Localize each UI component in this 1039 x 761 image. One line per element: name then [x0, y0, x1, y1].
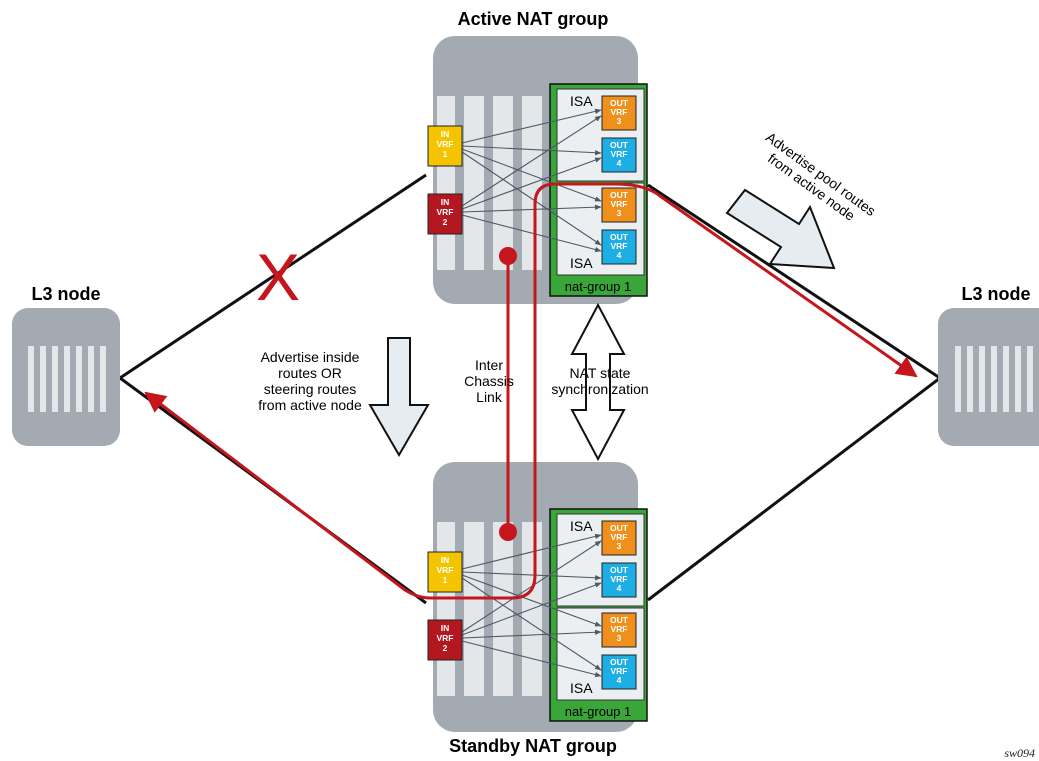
vrf-line: VRF [611, 149, 628, 159]
vrf-line: VRF [611, 624, 628, 634]
vrf-line: IN [441, 555, 450, 565]
vrf-line: VRF [437, 139, 454, 149]
vrf-line: 4 [617, 675, 622, 685]
vrf-line: OUT [610, 140, 629, 150]
standby-in-vrf-1: IN VRF 1 [427, 551, 463, 593]
standby-nat-group-title: Standby NAT group [449, 736, 617, 756]
vrf-line: VRF [611, 532, 628, 542]
active-out-vrf-4-bottom: OUT VRF 4 [601, 229, 637, 265]
nat-sync-line: synchronization [551, 381, 648, 397]
nat-sync-label: NAT state synchronization [551, 365, 648, 397]
active-out-vrf-3-bottom: OUT VRF 3 [601, 187, 637, 223]
standby-chassis: ISA ISA nat-group 1 IN VRF 1 IN VRF 2 [427, 462, 648, 732]
l3-node-left-label: L3 node [31, 284, 100, 304]
inter-chassis-label: Inter Chassis Link [464, 357, 514, 405]
vrf-line: VRF [611, 199, 628, 209]
advertise-inside-line: routes OR [278, 365, 342, 381]
link-left-to-active [119, 173, 427, 380]
link-failure-mark: X [256, 240, 300, 314]
vrf-line: IN [441, 129, 450, 139]
inter-chassis-line: Link [476, 389, 503, 405]
vrf-line: 3 [617, 633, 622, 643]
nat-sync-line: NAT state [570, 365, 631, 381]
standby-in-vrf-2: IN VRF 2 [427, 619, 463, 661]
active-chassis: ISA ISA nat-group 1 IN VRF 1 IN VRF 2 [427, 36, 648, 304]
vrf-line: OUT [610, 657, 629, 667]
vrf-line: VRF [437, 633, 454, 643]
vrf-line: VRF [437, 207, 454, 217]
active-out-vrf-4-top: OUT VRF 4 [601, 137, 637, 173]
active-nat-group-label: nat-group 1 [565, 279, 632, 294]
link-standby-to-right [647, 376, 941, 602]
vrf-line: VRF [437, 565, 454, 575]
standby-out-vrf-3-bottom: OUT VRF 3 [601, 612, 637, 648]
vrf-line: 4 [617, 583, 622, 593]
vrf-line: 1 [443, 575, 448, 585]
vrf-line: OUT [610, 565, 629, 575]
vrf-line: 1 [443, 149, 448, 159]
standby-isa-bottom-label: ISA [570, 680, 593, 696]
advertise-inside-text: Advertise inside routes OR steering rout… [258, 349, 362, 413]
standby-isa-top-label: ISA [570, 518, 593, 534]
standby-nat-group-label: nat-group 1 [565, 704, 632, 719]
standby-out-vrf-3-top: OUT VRF 3 [601, 520, 637, 556]
vrf-line: OUT [610, 98, 629, 108]
vrf-line: 3 [617, 116, 622, 126]
active-nat-group-title: Active NAT group [458, 9, 609, 29]
vrf-line: OUT [610, 190, 629, 200]
active-isa-bottom-label: ISA [570, 255, 593, 271]
active-vrf-connectors [461, 108, 602, 253]
advertise-inside-line: Advertise inside [261, 349, 360, 365]
vrf-line: OUT [610, 615, 629, 625]
advertise-inside-arrow [368, 337, 430, 457]
active-out-vrf-3-top: OUT VRF 3 [601, 95, 637, 131]
standby-out-vrf-4-bottom: OUT VRF 4 [601, 654, 637, 690]
inter-chassis-line: Chassis [464, 373, 514, 389]
vrf-line: 4 [617, 158, 622, 168]
vrf-line: VRF [611, 666, 628, 676]
figure-id: sw094 [1004, 746, 1035, 760]
active-in-vrf-2: IN VRF 2 [427, 193, 463, 235]
vrf-line: VRF [611, 574, 628, 584]
advertise-inside-line: from active node [258, 397, 362, 413]
traffic-path [144, 182, 918, 600]
link-active-to-right [647, 183, 941, 380]
vrf-line: 4 [617, 250, 622, 260]
standby-out-vrf-4-top: OUT VRF 4 [601, 562, 637, 598]
vrf-line: IN [441, 623, 450, 633]
advertise-pool-arrow [725, 188, 836, 270]
vrf-line: VRF [611, 241, 628, 251]
vrf-line: VRF [611, 107, 628, 117]
vrf-line: OUT [610, 232, 629, 242]
inter-chassis-line: Inter [475, 357, 503, 373]
l3-node-right-label: L3 node [961, 284, 1030, 304]
advertise-inside-line: steering routes [264, 381, 357, 397]
vrf-line: 2 [443, 217, 448, 227]
active-isa-top-label: ISA [570, 93, 593, 109]
active-in-vrf-1: IN VRF 1 [427, 125, 463, 167]
l3-node-left [12, 308, 120, 446]
vrf-line: OUT [610, 523, 629, 533]
vrf-line: 2 [443, 643, 448, 653]
nat-sync-arrow [570, 302, 626, 462]
vrf-line: 3 [617, 541, 622, 551]
l3-node-right [938, 308, 1039, 446]
vrf-line: 3 [617, 208, 622, 218]
vrf-line: IN [441, 197, 450, 207]
